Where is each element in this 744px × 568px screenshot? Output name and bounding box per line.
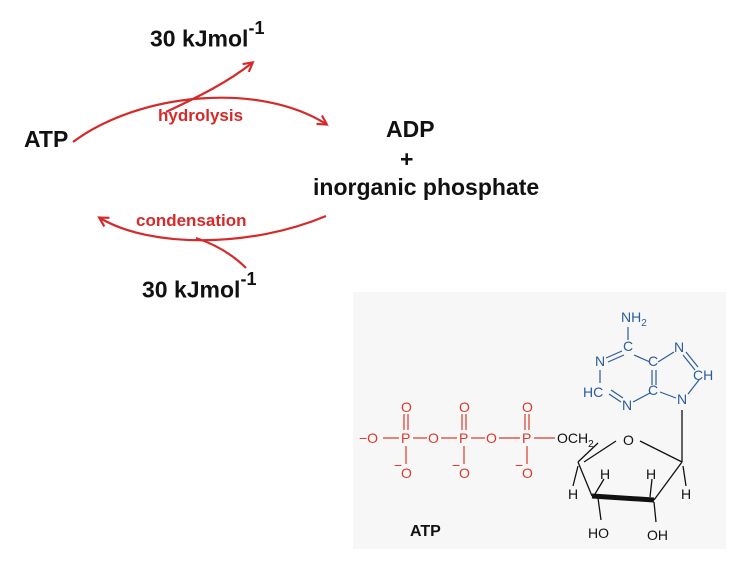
hydroxyl-group: OH [647,527,668,543]
carbon-atom: C [648,353,658,369]
atp-reactant: ATP [24,126,69,152]
hydrolysis-arrow [72,96,329,143]
atp-structure-panel [353,292,726,549]
oxygen-atom: O [522,399,533,415]
adenine-bonds [599,327,700,403]
reaction-arrows [72,60,329,269]
energy-released-label: 30 kJmol-1 [150,18,265,52]
hydrolysis-label: hydrolysis [158,106,244,125]
oxygen-atom: O [401,399,412,415]
plus-sign: + [400,146,414,172]
oxygen-atom: O [486,430,497,446]
ring-oxygen-atom: O [623,432,634,448]
ribose-bonds [572,410,687,523]
phosphorus-atom: P [401,430,410,446]
o-minus-atom: −O [359,430,378,446]
hc-group: HC [583,384,603,400]
atp-structural-formula: −O P O P O P O O O O O O − − − OCH2 O H … [359,309,713,543]
hydroxyl-group: HO [588,525,609,541]
structure-caption: ATP [410,523,441,540]
phosphorus-atom: P [522,430,531,446]
negative-charge: − [452,457,460,473]
hydrogen-atom: H [568,486,578,502]
hydrogen-atom: H [646,466,656,482]
nitrogen-atom: N [622,397,632,413]
phosphorus-atom: P [459,430,468,446]
phosphate-atoms: −O P O P O P O O O O O O − − − [359,399,533,481]
amino-group: NH2 [621,309,647,329]
condensation-label: condensation [136,211,247,230]
nitrogen-atom: N [674,339,684,355]
oxygen-atom: O [459,465,470,481]
energy-input-arrow [195,236,247,269]
nitrogen-atom: N [677,391,687,407]
energy-released-arrow [165,60,255,113]
oxygen-atom: O [459,399,470,415]
hydrogen-atom: H [681,486,691,502]
energy-input-label: 30 kJmol-1 [142,269,257,303]
ch-group: CH [693,367,713,383]
oxygen-atom: O [522,465,533,481]
adp-product: ADP [386,116,435,142]
negative-charge: − [394,457,402,473]
och2-group: OCH2 [557,430,594,450]
ribose-atoms: O H H H H HO OH [568,432,691,543]
hydrogen-atom: H [600,466,610,482]
carbon-atom: C [623,338,633,354]
carbon-atom: C [648,382,658,398]
inorganic-phosphate-product: inorganic phosphate [313,174,540,200]
oxygen-atom: O [401,465,412,481]
nitrogen-atom: N [595,353,605,369]
negative-charge: − [515,457,523,473]
phosphate-bonds [383,414,555,464]
oxygen-atom: O [428,430,439,446]
adenine-atoms: NH2 C N C N CH HC C N N [583,309,713,413]
